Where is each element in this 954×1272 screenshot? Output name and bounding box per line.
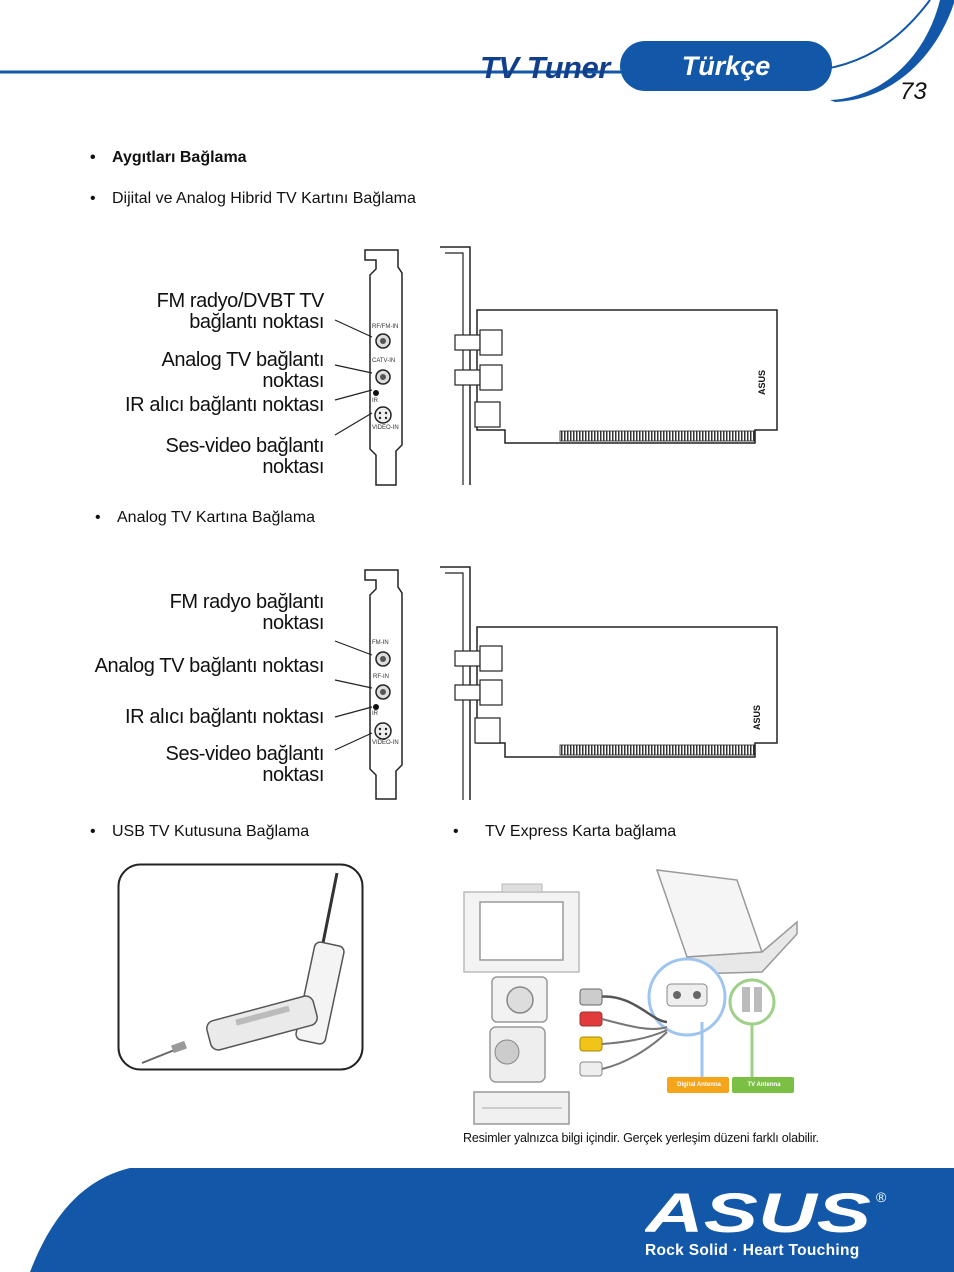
asus-logo: ASUS [645,1188,871,1236]
usb-tv-stick-illustration [117,863,364,1071]
port-label: IR [372,398,378,404]
label-ir-port: IR alıcı bağlantı noktası [125,395,324,416]
label-ir-port-2: IR alıcı bağlantı noktası [125,707,324,728]
port-label: RF-IN [373,674,389,680]
analog-card-bracket [334,569,403,800]
page-title: TV Tuner [480,50,610,85]
registered-mark: ® [876,1189,887,1205]
page-number: 73 [900,78,927,105]
bullet-text: USB TV Kutusuna Bağlama [112,823,310,840]
analog-card-pcb: ASUS [440,566,778,800]
port-label: VIDEO-IN [372,740,399,746]
label-sv-port: Ses-video bağlantı noktası [165,435,325,478]
hybrid-card-pcb: ASUS [440,246,778,485]
brand-tagline: Rock Solid · Heart Touching [645,1242,860,1259]
footer-band [30,1168,954,1272]
label-analog-port-2: Analog TV bağlantı noktası [94,655,325,677]
tv-express-card-illustration [463,869,798,1125]
label-line: FM radyo/DVBT TV [156,290,325,312]
svg-text:ASUS: ASUS [645,1188,871,1236]
label-line: IR alıcı bağlantı noktası [124,706,324,728]
label-line: Analog TV bağlantı [161,349,324,371]
bullet-text: TV Express Karta bağlama [485,823,677,840]
tv-antenna-tag: TV Antenna [747,1082,781,1088]
digital-antenna-tag: Digital Antenna [677,1082,721,1088]
language-tab: Türkçe [620,41,832,91]
bullet-express-card: •TV Express Karta bağlama [453,823,677,840]
bullet-text: Analog TV Kartına Bağlama [117,509,316,526]
port-label: VIDEO-IN [372,425,399,431]
bullet-analog-card: •Analog TV Kartına Bağlama [95,509,316,526]
label-line: noktası [262,612,324,634]
label-line: Analog TV bağlantı noktası [94,655,325,677]
label-line: bağlantı noktası [189,311,324,333]
label-fm-port: FM radyo bağlantı noktası [169,591,325,634]
port-label: CATV-IN [372,358,396,364]
label-line: noktası [262,370,324,392]
port-label: IR [372,711,378,717]
label-line: Ses-video bağlantı [165,435,325,457]
bullet-text: Dijital ve Analog Hibrid TV Kartını Bağl… [112,190,416,207]
label-line: Ses-video bağlantı [165,743,325,765]
svg-text:ASUS: ASUS [752,705,762,730]
bullet-connecting-devices: •Aygıtları Bağlama [90,149,247,166]
bullet-usb-box: •USB TV Kutusuna Bağlama [90,823,310,840]
bullet-text: Aygıtları Bağlama [112,149,247,166]
disclaimer-caption: Resimler yalnızca bilgi içindir. Gerçek … [463,1131,819,1145]
label-line: FM radyo bağlantı [169,591,325,613]
label-line: noktası [262,456,324,478]
label-fm-dvbt-port: FM radyo/DVBT TV bağlantı noktası [156,290,325,333]
label-analog-port: Analog TV bağlantı noktası [161,350,324,392]
port-label: FM-IN [372,640,389,646]
svg-text:ASUS: ASUS [757,370,767,395]
label-sv-port-2: Ses-video bağlantı noktası [165,743,325,786]
label-line: IR alıcı bağlantı noktası [124,394,324,416]
label-line: noktası [262,764,324,786]
bullet-hybrid-card: •Dijital ve Analog Hibrid TV Kartını Bağ… [90,190,416,207]
hybrid-card-bracket [334,249,403,486]
port-label: RF/FM-IN [372,324,399,330]
